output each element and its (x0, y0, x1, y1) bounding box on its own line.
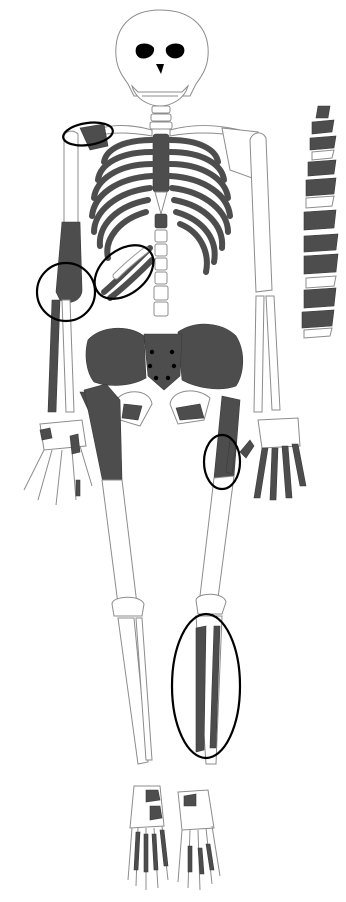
left-arm-figure-right (240, 133, 306, 500)
hand-left (24, 420, 92, 505)
hand-right (240, 418, 306, 500)
sternum (153, 134, 169, 192)
cervical-spine (150, 106, 172, 129)
rib-cage (92, 134, 230, 316)
right-ilium (178, 324, 243, 389)
foot-right (178, 790, 220, 890)
lower-leg-figure-left (118, 618, 152, 764)
left-femur-proximal-present (84, 384, 122, 485)
lower-leg-figure-right (196, 616, 222, 764)
right-arm-figure-left (24, 131, 92, 505)
isolated-vertebral-column (302, 106, 338, 338)
tibia-shaft-present (196, 626, 206, 752)
left-ilium (86, 328, 146, 385)
skull (116, 10, 208, 106)
knees (112, 594, 226, 616)
sacrum (144, 334, 182, 390)
femur-figure-right (200, 396, 240, 605)
foot-left (128, 786, 168, 890)
